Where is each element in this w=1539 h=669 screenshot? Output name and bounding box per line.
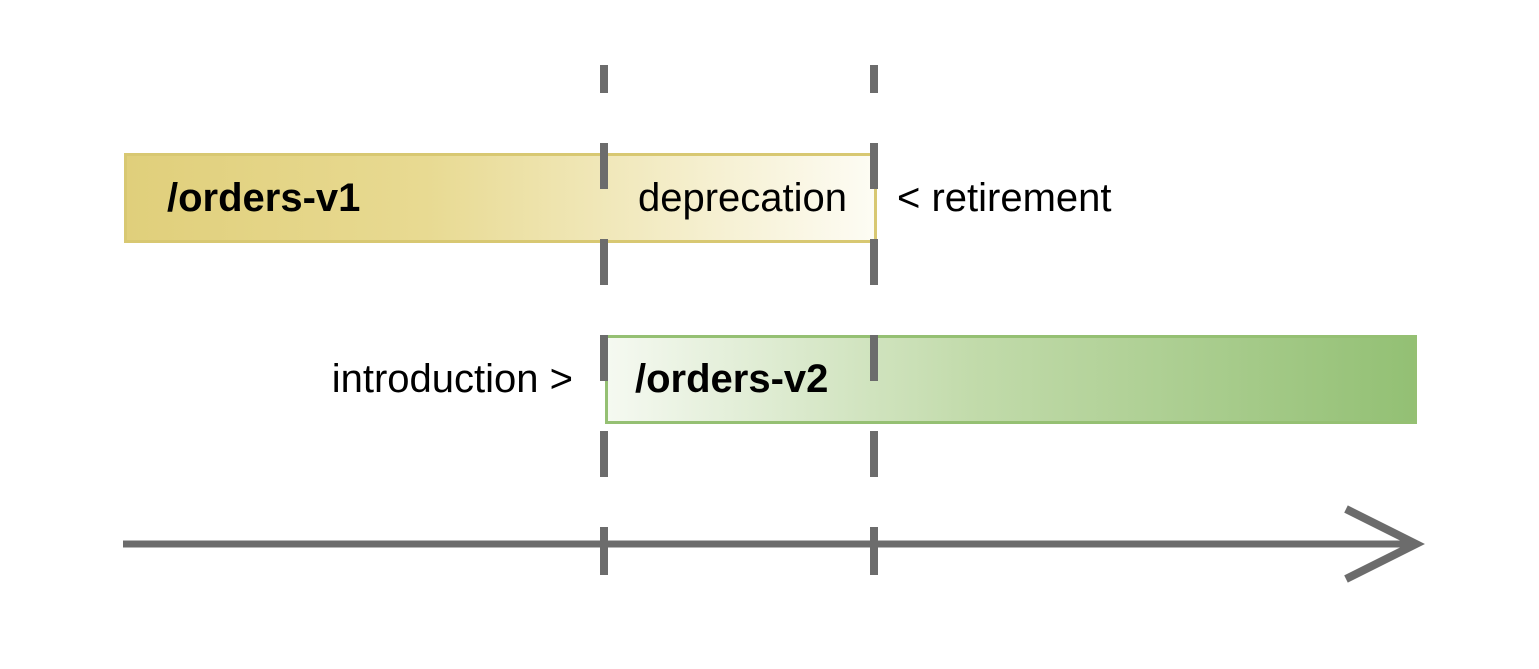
introduction-annotation: introduction >	[332, 335, 573, 424]
deprecation-phase-label: deprecation	[638, 153, 847, 243]
retirement-annotation: < retirement	[897, 153, 1112, 243]
retirement-text: < retirement	[897, 175, 1112, 220]
deprecation-text: deprecation	[638, 175, 848, 220]
orders-v1-bar: /orders-v1	[124, 153, 877, 243]
orders-v1-label: /orders-v1	[167, 175, 361, 220]
time-axis-arrowhead-icon	[1344, 505, 1425, 583]
orders-v2-label: /orders-v2	[635, 357, 829, 401]
introduction-text: introduction >	[331, 357, 573, 401]
orders-v2-bar: /orders-v2	[605, 335, 1417, 424]
